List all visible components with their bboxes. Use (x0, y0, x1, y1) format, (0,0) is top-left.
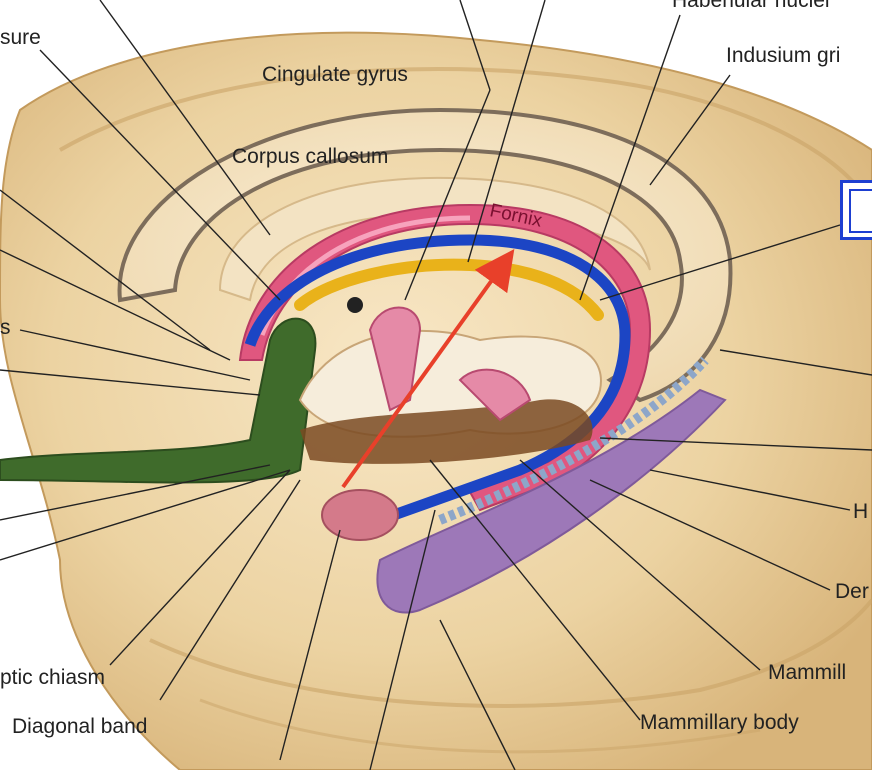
h-label: H (853, 500, 869, 523)
fornix-tract (238, 203, 652, 512)
yellow-tract (294, 258, 604, 321)
red-arrow-icon (341, 249, 515, 489)
corpus-callosum-shape (218, 176, 651, 302)
olfactory-tract (0, 317, 317, 484)
der-label: Der (835, 580, 869, 603)
mammillary-body-label: Mammillary body (640, 711, 799, 734)
hippocampus-band (376, 388, 727, 614)
sure-label: sure (0, 26, 41, 49)
corpus-callosum-label: Corpus callosum (232, 145, 389, 168)
s-label: s (0, 316, 11, 339)
mammill-label: Mammill (768, 661, 847, 684)
blue-marker-box-icon (840, 180, 872, 240)
cingulate-gyrus-shape (117, 107, 733, 403)
cingulate-gyrus-label: Cingulate gyrus (262, 63, 408, 86)
marker-box-inner (849, 189, 872, 233)
habenular-nuclei-label: Habenular nuclei (672, 0, 830, 12)
blue-tract (244, 234, 631, 526)
amygdaloid-shape (321, 489, 399, 541)
diagonal-band-label: Diagonal band (12, 715, 148, 738)
optic-chiasm-label: ptic chiasm (0, 666, 106, 689)
indusium-gri-label: Indusium gri (726, 44, 841, 67)
